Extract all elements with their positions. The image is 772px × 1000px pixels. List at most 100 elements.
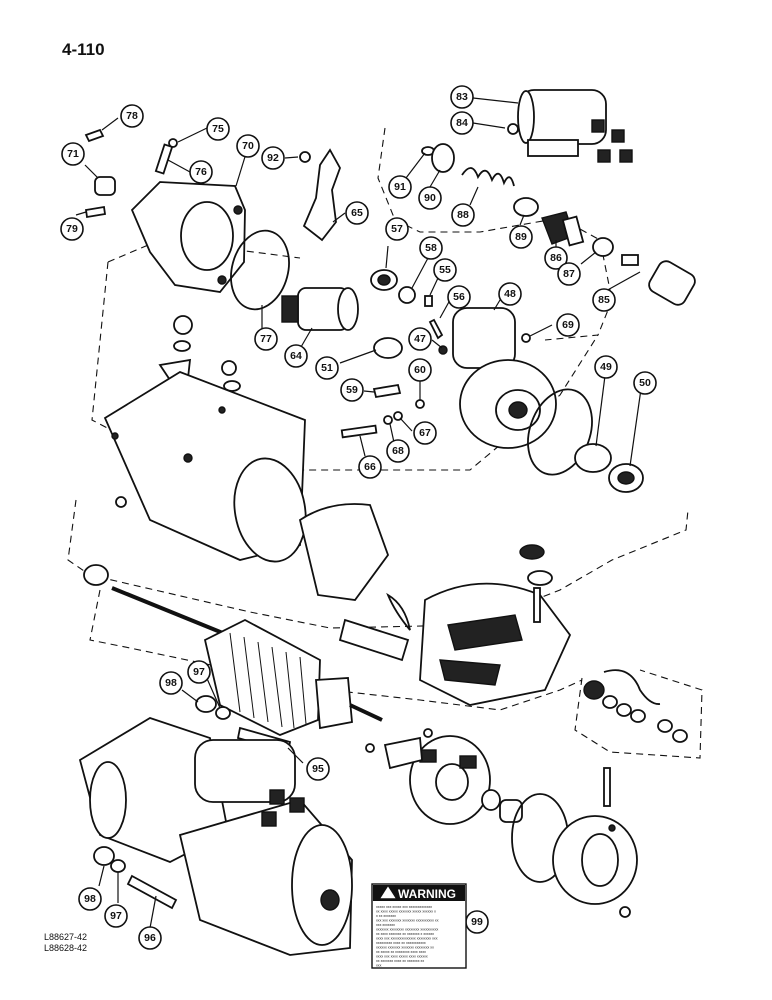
svg-text:79: 79 xyxy=(66,223,78,235)
svg-text:75: 75 xyxy=(212,123,224,135)
callout-85: 85 xyxy=(592,288,616,312)
drive-pinion-part xyxy=(281,287,359,331)
svg-text:xxxx xxx xxxxxxxxxxxxxx xxxxxx: xxxx xxx xxxxxxxxxxxxxx xxxxxxxx xxx xyxy=(376,937,438,941)
setscrew-75-part xyxy=(168,138,178,148)
svg-text:76: 76 xyxy=(195,166,207,178)
svg-text:x xx xxxxxxx: x xx xxxxxxx xyxy=(376,914,396,918)
svg-text:83: 83 xyxy=(456,91,468,103)
callout-57: 57 xyxy=(385,217,409,241)
callout-75: 75 xyxy=(206,117,230,141)
svg-text:86: 86 xyxy=(550,252,562,264)
strap-part xyxy=(338,618,410,662)
armature-part xyxy=(111,586,383,736)
callout-76: 76 xyxy=(189,160,213,184)
armature-group-outline xyxy=(89,589,583,711)
ring-58-part xyxy=(398,286,416,304)
svg-text:90: 90 xyxy=(424,192,436,204)
svg-text:89: 89 xyxy=(515,231,527,243)
svg-text:96: 96 xyxy=(144,932,156,944)
parts xyxy=(78,89,696,956)
svg-text:xxxxxxx xxxxxxxx xxxxxxxx xxxx: xxxxxxx xxxxxxxx xxxxxxxx xxxxxxxxxx xyxy=(376,928,438,932)
reference-code-2: L88628-42 xyxy=(44,943,87,953)
svg-text:87: 87 xyxy=(563,268,575,280)
callout-83: 83 xyxy=(450,85,474,109)
oring-77-part xyxy=(230,229,290,311)
callout-bubbles: 83 84 78 75 70 92 71 76 91 90 88 65 89 8… xyxy=(60,85,657,950)
intermediate-housing-part xyxy=(452,307,557,449)
pole-shoe-part xyxy=(298,503,390,601)
svg-text:67: 67 xyxy=(419,427,431,439)
callout-50: 50 xyxy=(633,371,657,395)
svg-text:49: 49 xyxy=(600,361,612,373)
washer-frame-part xyxy=(83,564,109,586)
washer-87-part xyxy=(592,237,614,257)
callout-92: 92 xyxy=(261,146,285,170)
svg-text:58: 58 xyxy=(425,242,437,254)
svg-text:84: 84 xyxy=(456,117,468,129)
svg-text:99: 99 xyxy=(471,916,483,928)
callout-56: 56 xyxy=(447,285,471,309)
svg-text:68: 68 xyxy=(392,445,404,457)
brush-screw2-part xyxy=(365,743,375,753)
callout-59: 59 xyxy=(340,378,364,402)
nose-housing-part xyxy=(130,181,246,293)
svg-text:97: 97 xyxy=(110,910,122,922)
spring-88-part xyxy=(461,167,515,187)
group-outlines xyxy=(67,127,703,759)
callout-96: 96 xyxy=(138,926,162,950)
plug-47-part xyxy=(438,345,448,355)
callout-89: 89 xyxy=(509,225,533,249)
field-coil-part xyxy=(419,582,572,706)
frame-group-outline xyxy=(67,499,689,629)
callout-60: 60 xyxy=(408,358,432,382)
callout-55: 55 xyxy=(433,258,457,282)
svg-text:59: 59 xyxy=(346,384,358,396)
svg-text:xxxxxx xxxxxxx xxxxxxx xxxxxxx: xxxxxx xxxxxxx xxxxxxx xxxxxxxx xx xyxy=(376,946,434,950)
reference-codes: L88627-42 L88628-42 xyxy=(44,932,87,953)
svg-text:57: 57 xyxy=(391,223,403,235)
spring-76-part xyxy=(154,143,174,175)
callout-77: 77 xyxy=(254,327,278,351)
sleeve-85-part xyxy=(621,254,696,306)
svg-text:xx xxxx xxxxx xxxxxxx xxxxx xx: xx xxxx xxxxx xxxxxxx xxxxx xxxxxx x xyxy=(376,910,436,914)
callout-65: 65 xyxy=(345,201,369,225)
terminal-stud-part xyxy=(519,544,553,623)
svg-text:xxx: xxx xyxy=(376,964,382,968)
callout-87: 87 xyxy=(557,262,581,286)
screw-78-part xyxy=(84,128,105,143)
bushing-49-part xyxy=(574,443,612,473)
svg-text:69: 69 xyxy=(562,319,574,331)
frame-screw-part xyxy=(115,496,127,508)
svg-text:88: 88 xyxy=(457,209,469,221)
callout-58: 58 xyxy=(419,236,443,260)
svg-text:xxx xxxxxxx: xxx xxxxxxx xyxy=(376,923,395,927)
svg-text:xxx xxx xxxxxxx xxxxxxx xxxxxx: xxx xxx xxxxxxx xxxxxxx xxxxxxxxxx xx xyxy=(376,919,439,923)
callout-79: 79 xyxy=(60,217,84,241)
ring-68-part xyxy=(383,415,393,425)
stud-ce-part xyxy=(603,767,611,807)
warning-triangle-icon xyxy=(380,886,396,899)
svg-text:60: 60 xyxy=(414,364,426,376)
callout-97-upper: 97 xyxy=(187,660,211,684)
bolt-79-part xyxy=(84,205,107,219)
brush-holder-part xyxy=(383,735,491,825)
insulator-part xyxy=(386,592,411,631)
callout-68: 68 xyxy=(386,439,410,463)
svg-text:65: 65 xyxy=(351,207,363,219)
svg-text:xx xxxxx xx xxxxxxxx xxxx xxxx: xx xxxxx xx xxxxxxxx xxxx xxxx xyxy=(376,950,426,954)
svg-text:48: 48 xyxy=(504,288,516,300)
svg-text:50: 50 xyxy=(639,377,651,389)
bushing-71-part xyxy=(94,176,116,196)
svg-text:xxxxxxxxx xxxx xx xxxxxxxxxxx: xxxxxxxxx xxxx xx xxxxxxxxxxx xyxy=(376,941,426,945)
svg-text:47: 47 xyxy=(414,333,426,345)
callout-71: 71 xyxy=(61,142,85,166)
bushing-ce-part xyxy=(499,799,523,823)
washer-51-part xyxy=(373,337,403,359)
plunger-86-part xyxy=(541,211,585,247)
svg-text:66: 66 xyxy=(364,461,376,473)
washer-89-part xyxy=(513,197,539,217)
svg-text:95: 95 xyxy=(312,763,324,775)
washer-98-lower-part xyxy=(93,846,115,866)
warning-body-lines: xxxxx xxx xxxxx xxx xxxxxxxxxxxxx xx xxx… xyxy=(376,905,439,968)
